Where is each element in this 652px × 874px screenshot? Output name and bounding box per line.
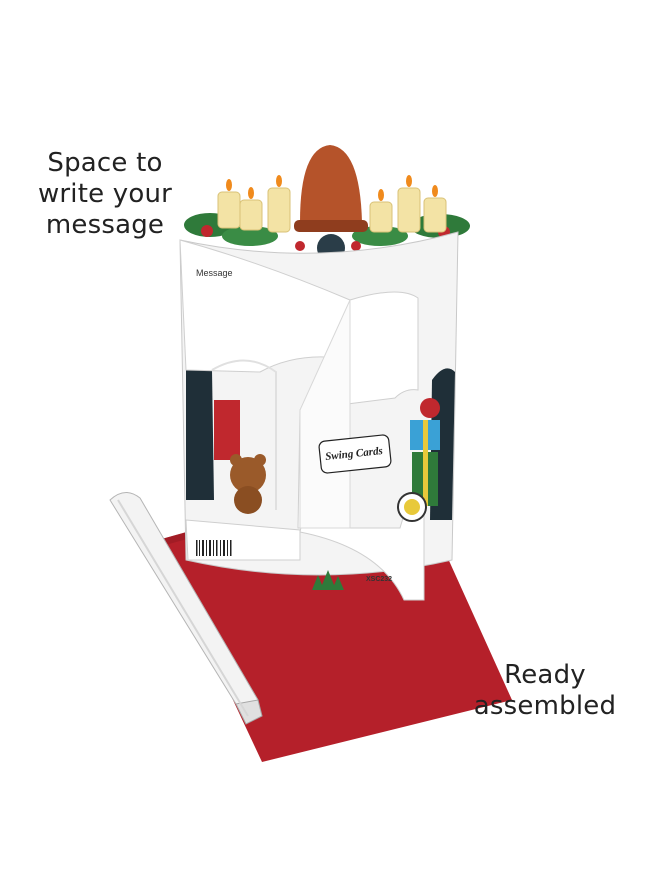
callout-line: message bbox=[45, 210, 165, 240]
brand-plate: Swing Cards bbox=[324, 445, 384, 463]
callout-line: Ready bbox=[504, 660, 586, 690]
bell bbox=[294, 145, 368, 262]
callout-line: assembled bbox=[473, 691, 617, 721]
trees-logo bbox=[312, 570, 344, 590]
product-code: XSC232 bbox=[366, 576, 393, 583]
ready-assembled-callout: Ready assembled bbox=[470, 660, 620, 722]
barcode bbox=[196, 540, 232, 556]
callout-line: Space to bbox=[47, 148, 163, 178]
white-pen bbox=[109, 492, 263, 725]
gift-box bbox=[410, 398, 440, 506]
santa-and-teddy bbox=[214, 400, 266, 514]
candles bbox=[217, 175, 447, 233]
card-message-label: Message bbox=[196, 268, 233, 278]
message-space-callout: Space to write your message bbox=[30, 148, 180, 241]
swing-door bbox=[297, 291, 425, 601]
callout-line: write your bbox=[37, 179, 173, 209]
